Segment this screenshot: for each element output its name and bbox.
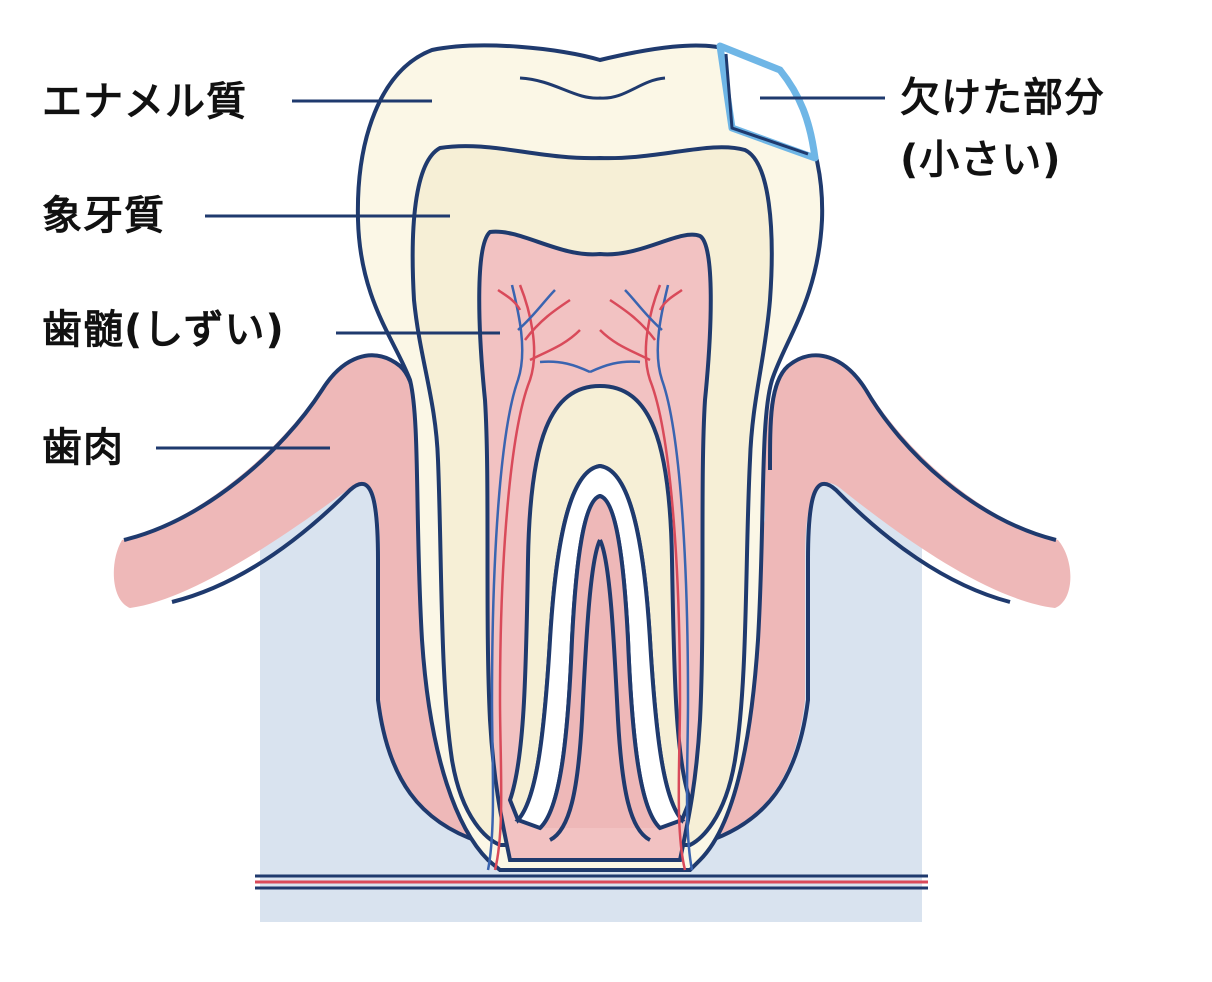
gum-between-roots-outline — [538, 493, 662, 830]
chipped-part — [716, 42, 819, 162]
label-chipped-part-note: (小さい) — [900, 137, 1062, 183]
gum-right-outline — [705, 481, 1011, 844]
label-chipped-part: 欠けた部分 — [900, 75, 1105, 121]
artery-branch-1 — [497, 288, 581, 362]
artery-right — [644, 284, 687, 871]
pulp-vessels — [486, 284, 694, 871]
artery-left — [493, 284, 536, 871]
vein-right — [656, 284, 694, 871]
label-dentin: 象牙質 — [42, 193, 165, 239]
gum-left — [113, 353, 481, 840]
gum-left-outline — [171, 481, 481, 844]
label-enamel: エナメル質 — [42, 79, 247, 125]
occlusal-groove — [519, 76, 666, 100]
gum-between-roots — [540, 496, 660, 828]
vein-branch-2 — [589, 289, 663, 374]
label-pulp: 歯髄(しずい) — [42, 307, 285, 353]
chipped-part-outline — [724, 53, 809, 156]
gum-right — [705, 353, 1071, 840]
vein-left — [486, 284, 524, 871]
label-gum: 歯肉 — [42, 425, 124, 471]
inner-gum-line — [548, 539, 652, 842]
base-vessels — [255, 874, 928, 890]
vein-branch-1 — [517, 289, 591, 374]
gum-right-top-outline — [768, 353, 1057, 542]
artery-branch-2 — [599, 288, 683, 362]
